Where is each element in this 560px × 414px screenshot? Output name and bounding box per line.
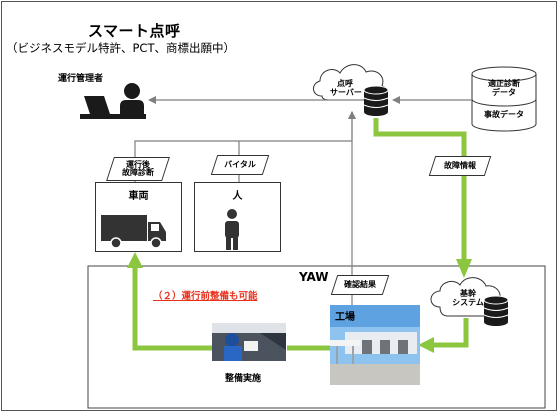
green-maint-to-vehicle	[132, 266, 214, 351]
maintenance-label: 整備実施	[225, 374, 262, 384]
green-arrowhead-factory	[418, 337, 434, 353]
page-subtitle: （ビジネスモデル特許、PCT、商標出願中）	[6, 41, 235, 55]
server-label: 点呼 サーバー	[330, 79, 362, 97]
green-server-to-core	[373, 118, 467, 262]
green-core-to-factory	[432, 318, 469, 348]
core-db-icon	[483, 295, 509, 326]
person-label: 人	[232, 191, 243, 202]
confirmation-tag: 確認結果	[330, 275, 390, 295]
yaw-label: YAW	[299, 270, 329, 284]
person-icon	[225, 209, 239, 250]
vehicle-label: 車両	[128, 191, 149, 202]
page-title: スマート点呼	[88, 22, 181, 40]
truck-icon	[101, 215, 166, 249]
core-system-label: 基幹 システム	[452, 289, 484, 307]
maintenance-photo	[212, 323, 286, 361]
vehicle-box: 車両	[95, 182, 182, 252]
pre-op-maintenance-note: （２）運行前整備も可能	[153, 291, 258, 302]
manager-icon	[80, 83, 146, 119]
person-box: 人	[194, 182, 281, 252]
fault-info-tag: 故障情報	[428, 156, 492, 176]
db-bottom-label: 事故データ	[484, 110, 524, 119]
factory-label: 工場	[335, 312, 355, 323]
db-top-label: 適正診断 データ	[488, 79, 520, 97]
vital-tag: バイタル	[210, 155, 270, 175]
post-op-diagnosis-tag: 運行後 故障診断	[106, 157, 170, 181]
yaw-region	[87, 265, 546, 409]
green-arrowhead-core	[456, 259, 472, 278]
factory-photo	[330, 305, 420, 385]
manager-label: 運行管理者	[58, 74, 104, 84]
server-db-icon	[363, 85, 389, 116]
data-cylinder	[471, 66, 537, 132]
green-arrowhead-vehicle	[127, 252, 143, 268]
